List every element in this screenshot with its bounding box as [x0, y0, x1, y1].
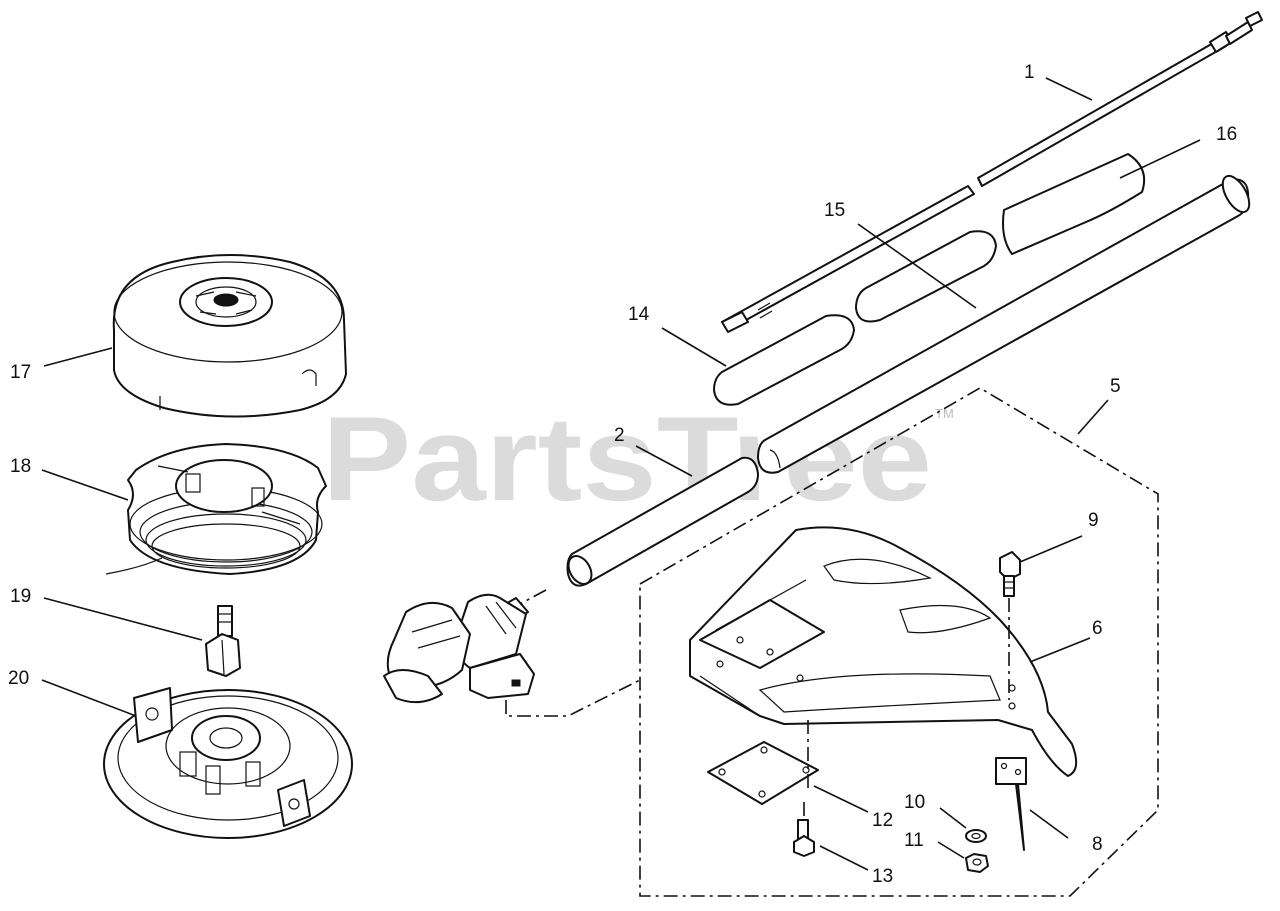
- callout-8: 8: [1092, 834, 1103, 855]
- part-washer[interactable]: [965, 829, 987, 843]
- part-spool-housing[interactable]: [103, 687, 353, 839]
- callout-9: 9: [1088, 510, 1099, 531]
- part-spool-cover[interactable]: [112, 254, 347, 418]
- part-drive-shaft[interactable]: [721, 11, 1263, 333]
- part-grip-sleeve-upper[interactable]: [855, 230, 997, 323]
- callout-20: 20: [8, 668, 29, 689]
- callout-17: 17: [10, 362, 31, 383]
- part-bolt-9[interactable]: [999, 551, 1021, 700]
- part-adapter[interactable]: [205, 605, 241, 677]
- callout-2: 2: [614, 425, 625, 446]
- callout-16: 16: [1216, 124, 1237, 145]
- part-nut[interactable]: [965, 853, 989, 873]
- part-line-cutter[interactable]: [995, 757, 1027, 851]
- callout-14: 14: [628, 304, 650, 325]
- part-guard[interactable]: [689, 526, 1078, 777]
- part-lower-tube[interactable]: [564, 456, 759, 588]
- callout-19: 19: [10, 586, 31, 607]
- part-gear-head[interactable]: [383, 593, 535, 704]
- callout-6: 6: [1092, 618, 1103, 639]
- callout-18: 18: [10, 456, 31, 477]
- callout-12: 12: [872, 810, 893, 831]
- callout-1: 1: [1024, 62, 1035, 83]
- part-spool[interactable]: [105, 443, 327, 575]
- callout-13: 13: [872, 866, 893, 887]
- callout-10: 10: [904, 792, 925, 813]
- part-bolt-13[interactable]: [793, 819, 815, 857]
- part-boom-tube[interactable]: [757, 172, 1255, 474]
- callout-5: 5: [1110, 376, 1121, 397]
- part-plate[interactable]: [707, 720, 819, 830]
- callout-11: 11: [904, 830, 924, 851]
- leader-lines: [41, 77, 1201, 871]
- callout-labels: 1 2 5 6 8 9 10 11 12 13 14 15 16 17 18 1…: [8, 62, 1237, 887]
- assembly-5-outline: [505, 387, 1159, 897]
- part-grip-sleeve-lower[interactable]: [713, 314, 855, 406]
- callout-15: 15: [824, 200, 845, 221]
- watermark-tm: TM: [935, 406, 954, 421]
